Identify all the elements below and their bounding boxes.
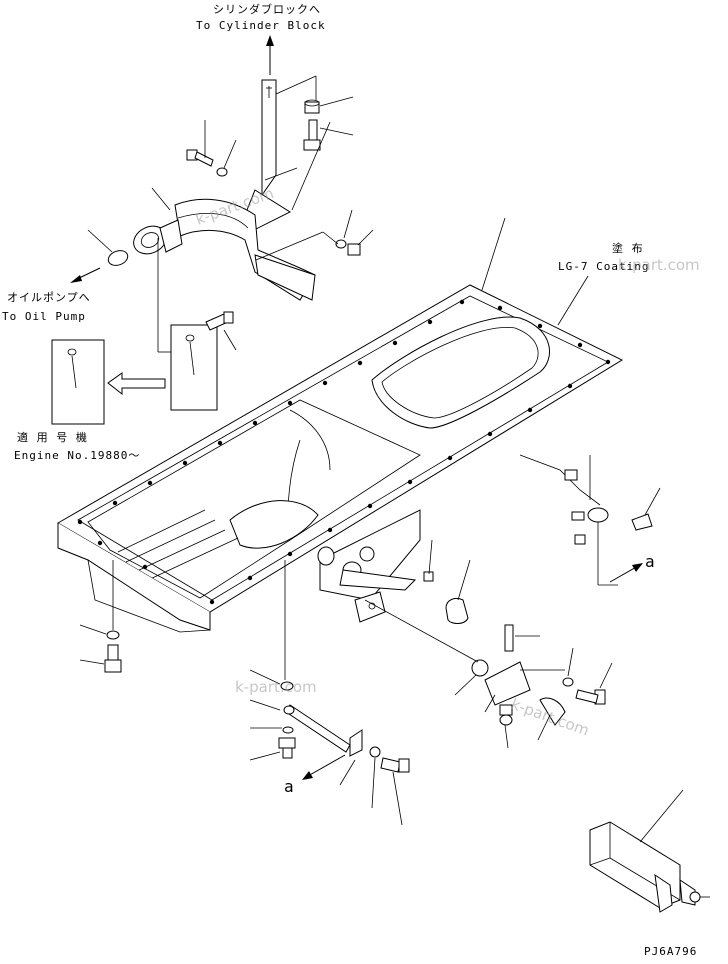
coating-label-jp: 塗 布 (612, 241, 644, 255)
serial-label-en: Engine No.19880～ (14, 449, 140, 462)
bolt-parts-upper (186, 99, 361, 256)
arrow-a-right-icon (609, 563, 643, 583)
oil-pan-leader (481, 217, 506, 291)
watermark-2: k-part.com (618, 256, 700, 274)
arrow-up-icon (266, 35, 274, 75)
detail-box-new (51, 339, 105, 425)
coating-label-en: LG-7 Coating (558, 260, 649, 273)
oil-pan (57, 284, 624, 633)
oil-pump-label-en: To Oil Pump (2, 310, 86, 323)
oil-pump-label-jp: オイルポンプへ (7, 291, 91, 304)
detail-box-old (157, 238, 237, 411)
arrow-a-left-icon (302, 754, 346, 780)
bracket-parts (484, 624, 613, 749)
serial-label-jp: 適 用 号 機 (17, 430, 88, 444)
drain-fittings (317, 539, 489, 696)
flange-bolt-holes (77, 299, 611, 605)
watermark-3: k-part.com (235, 678, 317, 696)
view-a-label-left: a (284, 777, 294, 796)
clamp-group (249, 560, 410, 826)
dipstick-tube-detail (589, 789, 710, 913)
o-ring-part (107, 250, 129, 266)
leader-lines-upper (87, 75, 374, 261)
arrow-left-icon (70, 267, 101, 283)
cylinder-block-label-jp: シリンダブロックへ (213, 2, 321, 16)
cylinder-block-label-en: To Cylinder Block (196, 19, 326, 32)
coating-leader (557, 275, 589, 326)
lower-left-bolts (79, 560, 122, 673)
view-a-label-right: a (645, 552, 655, 571)
suction-pipe-assembly (107, 79, 316, 301)
drawing-number: PJ6A796 (644, 945, 697, 958)
arrow-left-hollow-icon (107, 372, 166, 396)
oil-level-sensor (519, 454, 661, 586)
